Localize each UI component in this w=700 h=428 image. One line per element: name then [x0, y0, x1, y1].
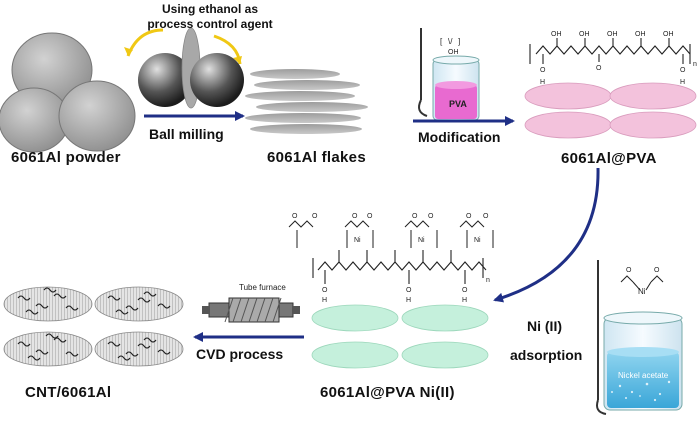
pva-coated-flakes	[524, 82, 697, 139]
ni-acetate-o-1: O	[626, 267, 632, 274]
ni-adsorbed-flakes	[311, 304, 489, 369]
chain-n-bottom: n	[486, 277, 490, 284]
pva-ni-chain-labels: O O O H H H n	[322, 277, 490, 304]
svg-text:\/: \/	[448, 37, 453, 46]
ni-label: 6061Al@PVA Ni(II)	[320, 384, 455, 401]
bottom-chain-h-3: H	[462, 297, 467, 304]
process-agent-line-1: Using ethanol as	[161, 2, 259, 16]
ball-milling-illustration	[124, 27, 244, 109]
chain-oh-1: OH	[551, 31, 562, 38]
chain-oh-2: OH	[579, 31, 590, 38]
modification-label: Modification	[418, 129, 501, 145]
bottom-chain-o-3: O	[462, 287, 468, 294]
adsorption-line-2: adsorption	[510, 347, 583, 363]
acetate-o-6: O	[428, 213, 434, 220]
chain-n-top: n	[693, 61, 697, 68]
acetate-ni-1: Ni	[354, 237, 361, 244]
acetate-o-5: O	[412, 213, 418, 220]
acetate-ni-3: Ni	[474, 237, 481, 244]
bottom-chain-h-1: H	[322, 297, 327, 304]
svg-text:]: ]	[458, 37, 460, 46]
process-arrows	[144, 111, 600, 342]
adsorption-line-1: Ni (II)	[527, 318, 562, 334]
acetate-o-1: O	[292, 213, 298, 220]
tube-furnace: Tube furnace	[202, 283, 300, 323]
acetate-o-2: O	[312, 213, 318, 220]
chain-oh-4: OH	[635, 31, 646, 38]
bottom-chain-h-2: H	[406, 297, 411, 304]
chain-o-3: O	[680, 67, 686, 74]
chain-o-2: O	[596, 65, 602, 72]
ni-acetate-labels: O O Ni O O Ni O O Ni O O	[292, 213, 489, 244]
pva-beaker: [ \/ ] OH PVA	[418, 28, 480, 121]
adsorption-arrow	[493, 167, 600, 303]
nickel-acetate-beaker: O O Ni Nickel acetate	[596, 260, 683, 415]
acetate-o-7: O	[466, 213, 472, 220]
acetate-o-3: O	[352, 213, 358, 220]
acetate-o-8: O	[483, 213, 489, 220]
chain-h-2: H	[680, 79, 685, 86]
bottom-chain-o-2: O	[406, 287, 412, 294]
nickel-acetate-label: Nickel acetate	[618, 371, 669, 380]
pva-label: 6061Al@PVA	[561, 150, 657, 167]
powder-label: 6061Al powder	[11, 149, 121, 166]
pva-ni-polymer-chain	[312, 250, 487, 284]
ni-acetate-o-2: O	[654, 267, 660, 274]
svg-text:OH: OH	[448, 49, 459, 56]
chain-oh-3: OH	[607, 31, 618, 38]
powder-particles	[0, 32, 136, 153]
chain-oh-5: OH	[663, 31, 674, 38]
cvd-label: CVD process	[196, 346, 284, 362]
pva-chain-groups: OH OH OH OH OH O O O H H n	[540, 31, 697, 86]
process-agent-line-2: process control agent	[147, 17, 273, 31]
cnt-label: CNT/6061Al	[25, 384, 112, 401]
chain-o-1: O	[540, 67, 546, 74]
bottom-chain-o-1: O	[322, 287, 328, 294]
ball-milling-label: Ball milling	[149, 126, 224, 142]
tube-furnace-label: Tube furnace	[239, 283, 286, 292]
beaker-pva-label: PVA	[449, 99, 467, 109]
acetate-ni-2: Ni	[418, 237, 425, 244]
ni-acetate-ni: Ni	[638, 287, 646, 296]
process-agent-note: Using ethanol as process control agent	[120, 2, 300, 32]
flakes-stack	[245, 69, 368, 134]
svg-text:[: [	[440, 37, 443, 46]
chain-h-1: H	[540, 79, 545, 86]
ni-acetate-groups	[288, 220, 494, 248]
pva-polymer-chain	[529, 38, 691, 64]
acetate-o-4: O	[367, 213, 373, 220]
flakes-label: 6061Al flakes	[267, 149, 366, 166]
cnt-flakes	[3, 286, 184, 367]
